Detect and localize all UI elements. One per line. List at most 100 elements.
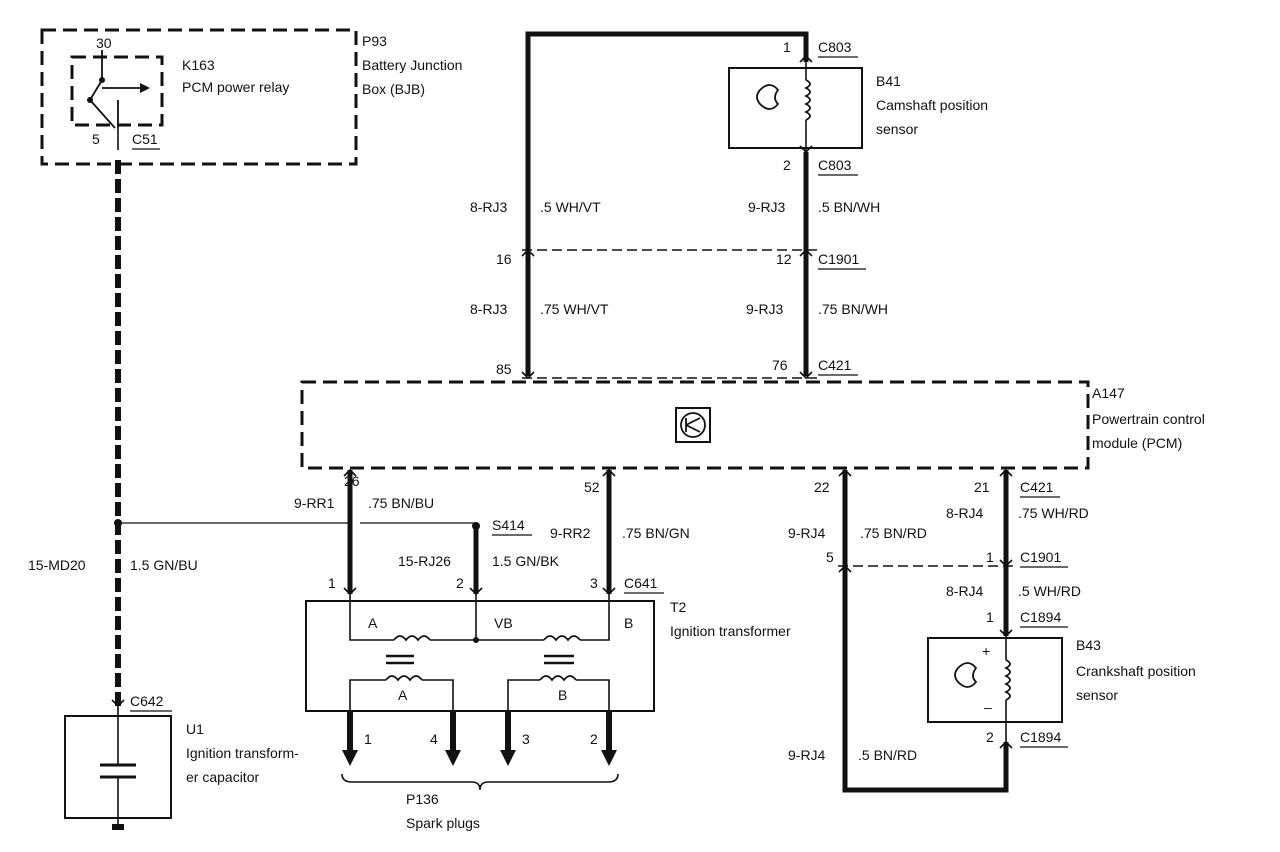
wire-9-rr1-spec: .75 BN/BU (368, 495, 434, 511)
spark-plug-arrow-4 (445, 711, 461, 766)
wire-9-rj3-a-spec: .5 BN/WH (818, 199, 880, 215)
crank-sensor-name-line2: sensor (1076, 687, 1118, 703)
pin-52: 52 (584, 479, 600, 495)
connector-c1894-top: C1894 (1020, 609, 1061, 625)
spark-plugs-id: P136 (406, 791, 439, 807)
bjb-outline (40, 28, 358, 166)
crank-minus-sign: – (984, 699, 992, 715)
connector-c51: C51 (132, 131, 158, 147)
pin-21: 21 (974, 479, 990, 495)
wire-8-rj4-b-circuit: 8-RJ4 (946, 505, 984, 521)
powertrain-control-module: A147 Powertrain control module (PCM) (300, 380, 1205, 470)
spark-plug-arrow-3 (500, 711, 516, 766)
crank-pin-1: 1 (986, 609, 994, 625)
pin-1-c1901: 1 (986, 549, 994, 565)
connector-ticks (111, 54, 1013, 749)
wire-8-rj3-a-spec: .5 WH/VT (540, 199, 601, 215)
spark-plug-arrow-1 (342, 711, 358, 766)
transistor-icon (680, 412, 706, 438)
crank-sensor-body (927, 637, 1063, 723)
secondary-label-b: B (558, 687, 567, 703)
connector-c1901-upper: C1901 (818, 251, 859, 267)
relay-pin-5: 5 (92, 131, 100, 147)
capacitor-name-line2: er capacitor (186, 769, 259, 785)
pcm-symbol-box (675, 407, 711, 443)
pcm-id: A147 (1092, 385, 1125, 401)
wire-8-rj3-a-circuit: 8-RJ3 (470, 199, 508, 215)
wire-9-rj3-b-circuit: 9-RJ3 (746, 301, 784, 317)
wire-8-rj4-c-spec: .5 WH/RD (1018, 583, 1081, 599)
crank-sensor-id: B43 (1076, 637, 1101, 653)
c641-pin-1: 1 (328, 575, 336, 591)
connector-c1901-lower: C1901 (1020, 549, 1061, 565)
spark-output-1: 1 (364, 731, 372, 747)
wire-9-rr1-circuit: 9-RR1 (294, 495, 335, 511)
transformer-name: Ignition transformer (670, 623, 791, 639)
secondary-coil-a-icon (385, 675, 423, 682)
wire-9-rj4-a-spec: .75 BN/RD (860, 525, 927, 541)
cam-sensor-name-line1: Camshaft position (876, 97, 988, 113)
wire-9-rr2-spec: .75 BN/GN (622, 525, 690, 541)
wire-8-rj3-b-spec: .75 WH/VT (540, 301, 609, 317)
c641-pin-3: 3 (590, 575, 598, 591)
wire-15-md20-circuit: 15-MD20 (28, 557, 86, 573)
ground-icon (112, 824, 124, 830)
crank-pin-2: 2 (986, 729, 994, 745)
secondary-coil-b-icon (539, 675, 577, 682)
wire-8-rj4-c-circuit: 8-RJ4 (946, 583, 984, 599)
lower-wiring: 26 9-RR1 .75 BN/BU 52 9-RR2 .75 BN/GN S4… (294, 470, 1089, 793)
pcm-name-line1: Powertrain control (1092, 411, 1205, 427)
camshaft-position-sensor: B41 Camshaft position sensor (728, 62, 988, 152)
transformer-body (305, 600, 655, 712)
spark-plug-arrow-2 (601, 711, 617, 766)
splice-s414: S414 (492, 517, 525, 533)
pcm-outline (300, 380, 1090, 470)
wire-9-rr2-circuit: 9-RR2 (550, 525, 591, 541)
wire-15-rj26-circuit: 15-RJ26 (398, 553, 451, 569)
connector-c641: C641 (624, 575, 658, 591)
relay-pin-30: 30 (96, 35, 112, 51)
relay-name: PCM power relay (182, 79, 289, 95)
crankshaft-position-sensor: + – 1 C1894 2 C1894 B43 Crankshaft posit… (788, 609, 1196, 763)
pin-12: 12 (776, 251, 792, 267)
cam-coil-icon (803, 79, 811, 121)
primary-coil-b-icon (543, 635, 581, 642)
bjb-name-line2: Box (BJB) (362, 81, 425, 97)
coil-label-a: A (368, 615, 378, 631)
transformer-id: T2 (670, 599, 687, 615)
ignition-transformer: A VB B A B T2 Ignition transformer (305, 594, 791, 712)
spark-output-4: 4 (430, 731, 438, 747)
cam-sensor-name-line2: sensor (876, 121, 918, 137)
wire-9-rj4-a-circuit: 9-RJ4 (788, 525, 826, 541)
connector-c1894-bottom: C1894 (1020, 729, 1061, 745)
pcm-name-line2: module (PCM) (1092, 435, 1182, 451)
relay-id: K163 (182, 57, 215, 73)
pin-26: 26 (344, 473, 360, 489)
wire-15-md20: 15-MD20 1.5 GN/BU C642 (28, 128, 350, 712)
spark-plugs-name: Spark plugs (406, 815, 480, 831)
wire-9-rj4-bottom-circuit: 9-RJ4 (788, 747, 826, 763)
spark-output-2: 2 (590, 731, 598, 747)
wire-8-rj3-b-circuit: 8-RJ3 (470, 301, 508, 317)
connector-c803-bottom: C803 (818, 157, 852, 173)
upper-wiring: 1 C803 2 C803 8-RJ3 .5 WH/VT 9-RJ3 .5 BN… (470, 31, 888, 379)
crank-plus-sign: + (982, 643, 990, 659)
pin-85: 85 (496, 361, 512, 377)
cam-sensor-body (728, 67, 863, 149)
connector-c421-upper: C421 (818, 357, 852, 373)
pin-76: 76 (772, 357, 788, 373)
connector-c803-top: C803 (818, 39, 852, 55)
pin-16: 16 (496, 251, 512, 267)
cam-pin-1: 1 (783, 39, 791, 55)
wire-9-rj3-a-circuit: 9-RJ3 (748, 199, 786, 215)
coil-label-vb: VB (494, 615, 513, 631)
pin-5: 5 (826, 549, 834, 565)
crank-reluctor-icon (954, 662, 978, 688)
pin-22: 22 (814, 479, 830, 495)
relay-switch-icon (87, 50, 150, 129)
cam-pin-2: 2 (783, 157, 791, 173)
relay-outline (70, 55, 164, 127)
primary-coil-a-icon (393, 635, 431, 642)
wire-15-md20-spec: 1.5 GN/BU (130, 557, 198, 573)
